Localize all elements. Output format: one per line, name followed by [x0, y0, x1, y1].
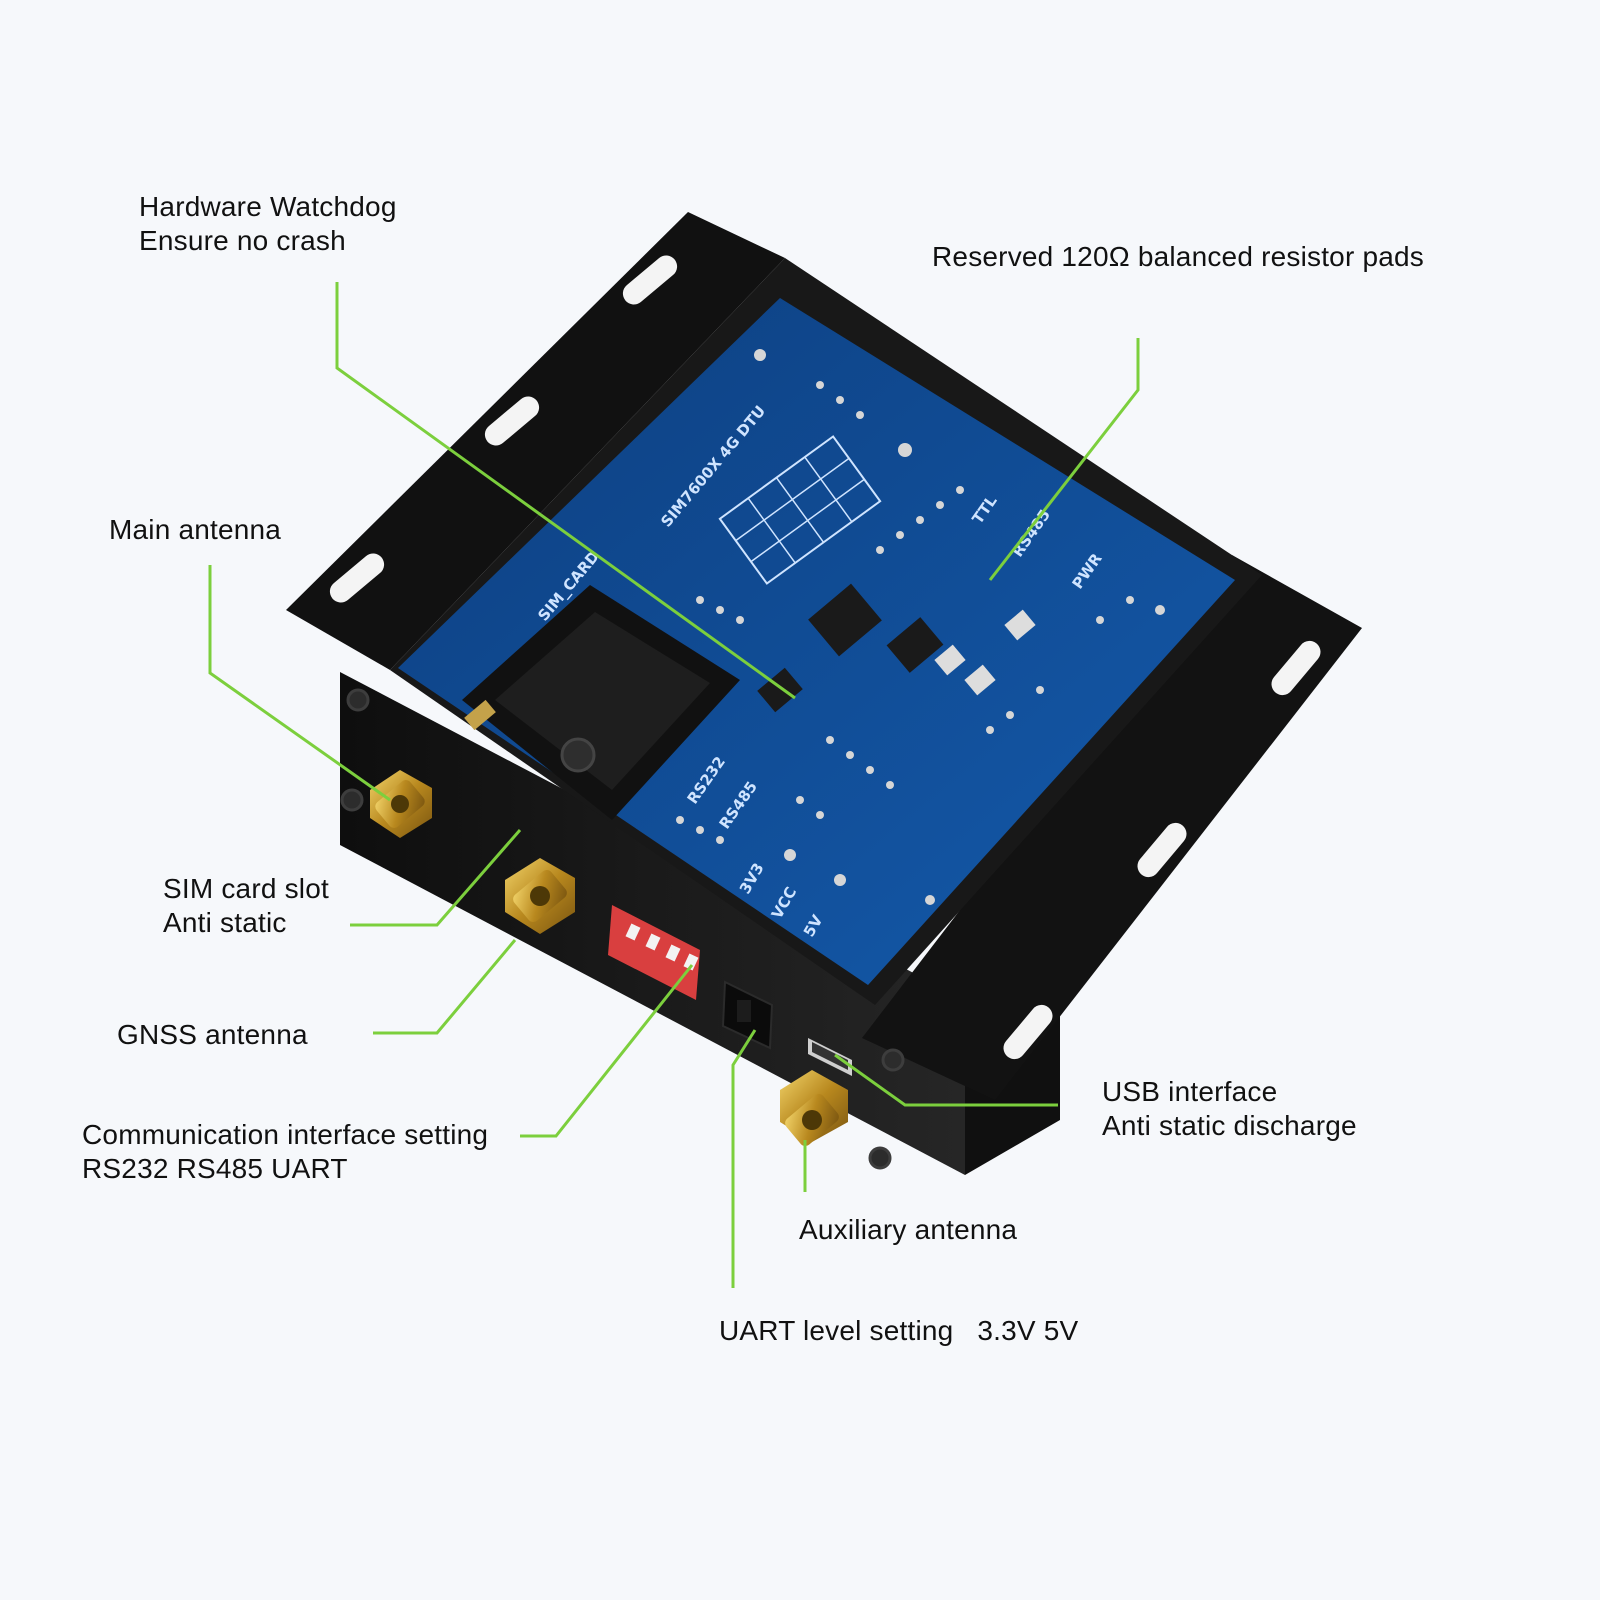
sma-connector-icon: [780, 1070, 848, 1146]
callout-uart-line1: UART level setting 3.3V 5V: [719, 1315, 1079, 1346]
leader-usb: [834, 1053, 1058, 1107]
dip-switch-icon: [608, 905, 700, 1000]
callout-aux: Auxiliary antenna: [799, 1213, 1017, 1247]
leader-sim-slot: [350, 829, 522, 927]
callout-watchdog-line2: Ensure no crash: [139, 225, 346, 256]
usb-port-icon: [808, 1038, 852, 1076]
pcb-chips: [757, 583, 1036, 713]
uart-level-switch: [721, 980, 774, 1050]
callout-aux-line1: Auxiliary antenna: [799, 1214, 1018, 1245]
leader-watchdog: [335, 282, 796, 700]
leader-lines: [208, 282, 1140, 1288]
leader-comm: [520, 964, 694, 1138]
enclosure: SIM7600X 4G DTU SIM_CARD TTL RS485 PWR R…: [286, 212, 1362, 1175]
callout-gnss-line1: GNSS antenna: [117, 1019, 308, 1050]
callout-usb: USB interface Anti static discharge: [1102, 1075, 1357, 1143]
sma-connector-icon: [505, 858, 575, 934]
screws: [340, 688, 905, 1170]
callout-usb-line2: Anti static discharge: [1102, 1110, 1357, 1141]
callout-sim-slot-line2: Anti static: [163, 907, 287, 938]
leader-gnss: [373, 939, 517, 1035]
callout-uart: UART level setting 3.3V 5V: [719, 1314, 1078, 1348]
pcb-board: [398, 298, 1235, 985]
leader-main-antenna: [208, 565, 391, 802]
callout-main-antenna-line1: Main antenna: [109, 514, 282, 545]
pcb-silkscreen-grid: [718, 435, 882, 585]
callout-usb-line1: USB interface: [1102, 1076, 1278, 1107]
callout-main-antenna: Main antenna: [109, 513, 281, 547]
flange-slots: [329, 255, 1321, 1060]
callout-sim-slot-line1: SIM card slot: [163, 873, 329, 904]
pcb-components: [676, 349, 1165, 905]
callout-watchdog-line1: Hardware Watchdog: [139, 191, 397, 222]
callout-gnss: GNSS antenna: [117, 1018, 308, 1052]
callout-sim-slot: SIM card slot Anti static: [163, 872, 329, 940]
callout-resistor-line1: Reserved 120Ω balanced resistor pads: [932, 241, 1424, 272]
sma-connector-icon: [370, 770, 432, 838]
callout-watchdog: Hardware Watchdog Ensure no crash: [139, 190, 397, 258]
callout-comm-line2: RS232 RS485 UART: [82, 1153, 348, 1184]
mounting-flange-right: [862, 555, 1362, 1100]
leader-uart: [731, 1029, 757, 1288]
mounting-flange-left: [286, 212, 785, 670]
sim-slot-icon: [462, 585, 740, 820]
callout-comm-line1: Communication interface setting: [82, 1119, 489, 1150]
leader-resistor: [988, 338, 1140, 581]
callout-comm: Communication interface setting RS232 RS…: [82, 1118, 488, 1186]
callout-resistor: Reserved 120Ω balanced resistor pads: [932, 240, 1424, 274]
